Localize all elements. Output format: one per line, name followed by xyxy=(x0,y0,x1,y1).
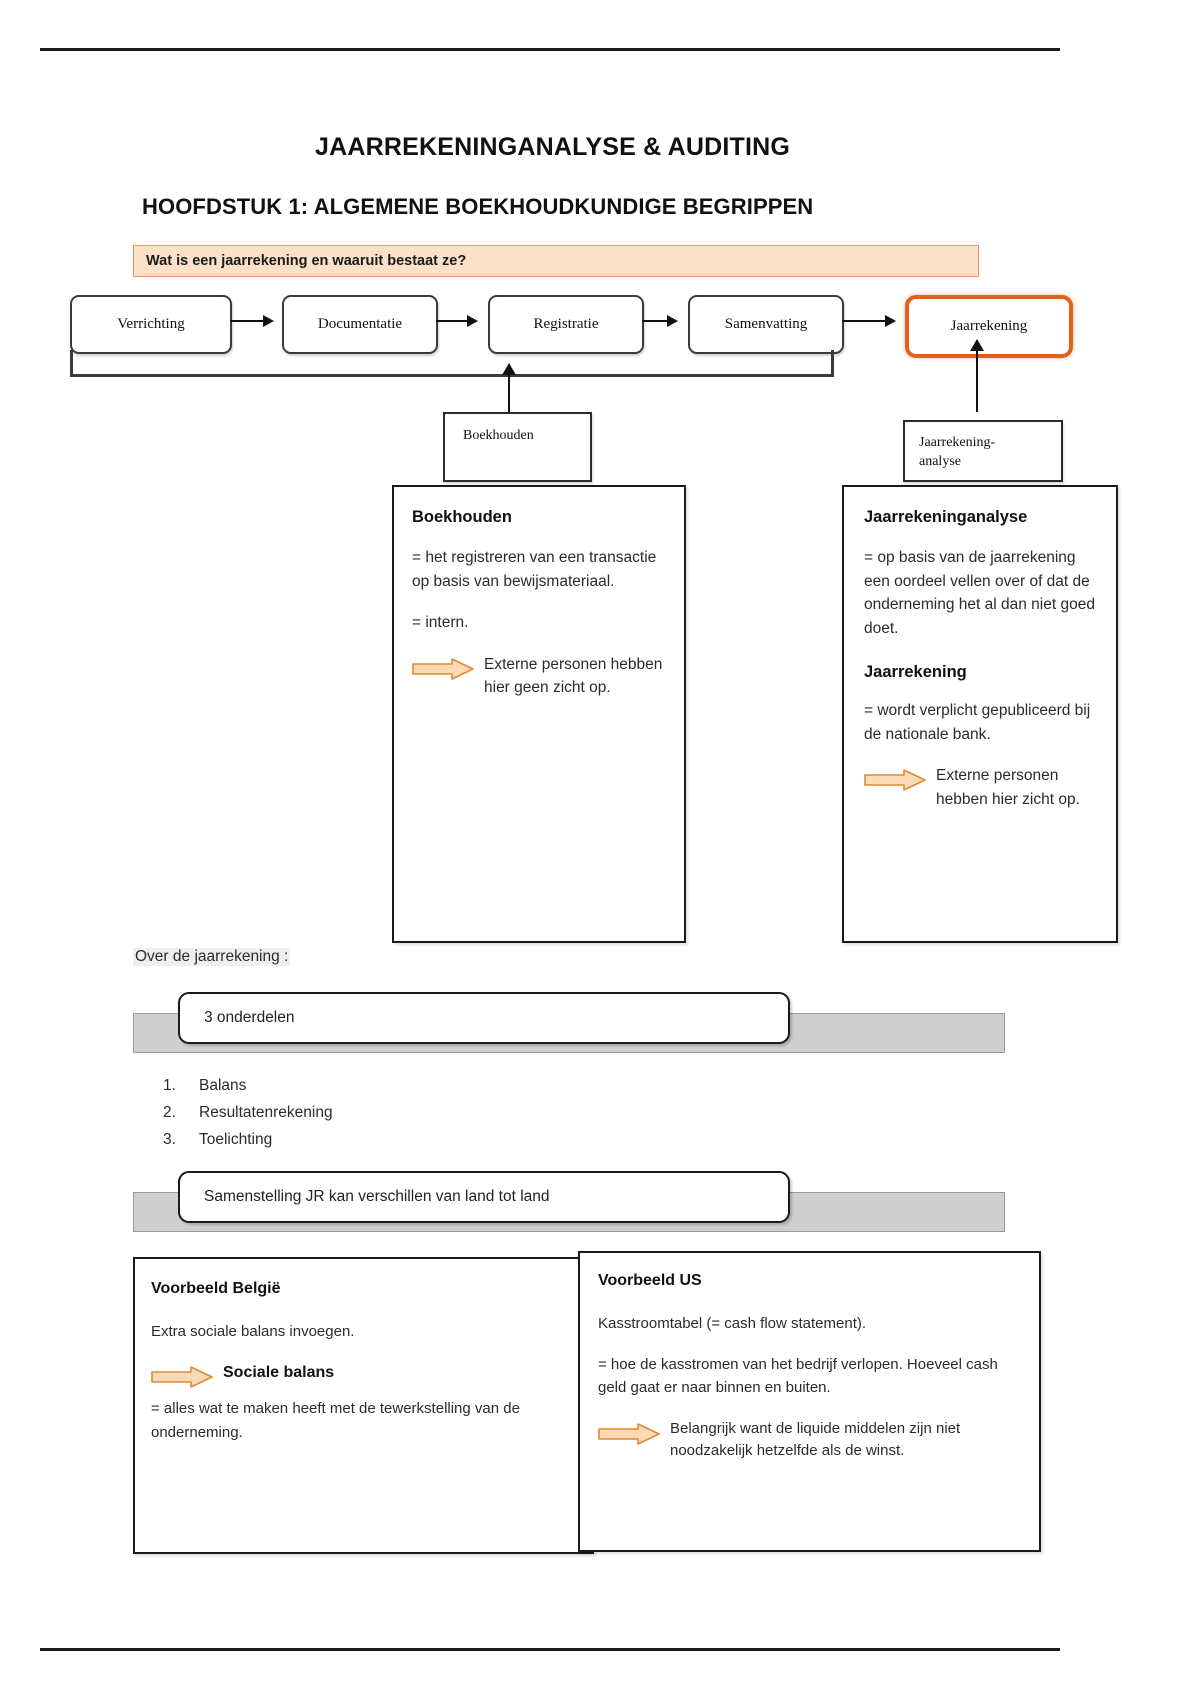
jranalyse-para-2: = wordt verplicht gepubliceerd bij de na… xyxy=(864,702,1091,743)
callout-jaarrekeninganalyse-label: Jaarrekening-analyse xyxy=(919,435,996,469)
banner-2: Samenstelling JR kan verschillen van lan… xyxy=(178,1171,790,1223)
process-flow-diagram: Verrichting Documentatie Registratie Sam… xyxy=(60,290,1073,412)
belgium-arrow-bold: Sociale balans xyxy=(223,1364,335,1382)
boekhouden-para-1: = het registreren van een transactie op … xyxy=(412,549,657,590)
list-item: 2. Resultatenrekening xyxy=(163,1099,333,1126)
flow-node-label: Registratie xyxy=(533,316,599,332)
block-arrow-right-icon xyxy=(864,769,926,799)
flow-node-verrichting: Verrichting xyxy=(70,295,232,354)
description-box-jaarrekeninganalyse: Jaarrekeninganalyse = op basis van de ja… xyxy=(842,485,1118,943)
list-item-number: 3. xyxy=(163,1131,176,1149)
banner-1-label: 3 onderdelen xyxy=(204,1009,295,1026)
list-item-label: Balans xyxy=(199,1077,247,1094)
block-arrow-right-icon xyxy=(151,1366,213,1395)
flow-node-label: Verrichting xyxy=(117,316,185,332)
highlight-banner-label: Wat is een jaarrekening en waaruit besta… xyxy=(146,253,467,269)
flow-arrow-1-icon xyxy=(230,315,274,327)
highlight-banner: Wat is een jaarrekening en waaruit besta… xyxy=(133,245,979,277)
list-item: 1. Balans xyxy=(163,1072,333,1099)
page-title: JAARREKENINGANALYSE & AUDITING xyxy=(314,133,791,161)
callout-jaarrekeninganalyse: Jaarrekening-analyse xyxy=(903,420,1063,482)
flow-node-samenvatting: Samenvatting xyxy=(688,295,844,354)
jranalyse-heading: Jaarrekeninganalyse xyxy=(864,508,1028,526)
us-para-1: Kasstroomtabel (= cash flow statement). xyxy=(598,1314,867,1332)
description-box-boekhouden: Boekhouden = het registreren van een tra… xyxy=(392,485,686,943)
flow-node-jaarrekening: Jaarrekening xyxy=(905,295,1073,358)
flow-bracket xyxy=(70,350,834,377)
us-arrow-row: Belangrijk want de liquide middelen zijn… xyxy=(598,1418,1023,1464)
jranalyse-arrow-text: Externe personen hebben hier zicht op. xyxy=(936,767,1080,808)
chapter-title: HOOFDSTUK 1: ALGEMENE BOEKHOUDKUNDIGE BE… xyxy=(142,194,814,219)
boekhouden-para-2: = intern. xyxy=(412,614,469,632)
boekhouden-heading: Boekhouden xyxy=(412,508,512,526)
list-item: 3. Toelichting xyxy=(163,1126,333,1153)
list-item-label: Resultatenrekening xyxy=(199,1104,333,1122)
callout-boekhouden: Boekhouden xyxy=(443,412,592,482)
belgium-arrow-body: = alles wat te maken heeft met de tewerk… xyxy=(151,1400,520,1441)
boekhouden-arrow-row: Externe personen hebben hier geen zicht … xyxy=(412,653,668,700)
belgium-para-1: Extra sociale balans invoegen. xyxy=(151,1322,355,1340)
boekhouden-arrow-text: Externe personen hebben hier geen zicht … xyxy=(484,655,663,697)
list-item-number: 1. xyxy=(163,1077,176,1094)
onderdelen-list: 1. Balans 2. Resultatenrekening 3. Toeli… xyxy=(163,1072,333,1153)
belgium-heading: Voorbeeld België xyxy=(151,1280,281,1297)
flow-connector-jranalyse-icon xyxy=(970,339,984,412)
flow-node-documentatie: Documentatie xyxy=(282,295,438,354)
flow-arrow-3-icon xyxy=(642,315,678,327)
flow-arrow-2-icon xyxy=(436,315,478,327)
us-arrow-text: Belangrijk want de liquide middelen zijn… xyxy=(670,1419,961,1460)
block-arrow-right-icon xyxy=(412,657,474,688)
callout-boekhouden-label: Boekhouden xyxy=(463,428,534,443)
flow-node-label: Jaarrekening xyxy=(950,318,1028,334)
flow-connector-boekhouden-icon xyxy=(502,363,516,412)
flow-node-registratie: Registratie xyxy=(488,295,644,354)
jranalyse-arrow-row: Externe personen hebben hier zicht op. xyxy=(864,764,1102,811)
belgium-arrow-row: Sociale balans xyxy=(151,1361,576,1395)
over-jaarrekening-label: Over de jaarrekening : xyxy=(133,948,291,966)
jranalyse-heading-2: Jaarrekening xyxy=(864,663,967,682)
banner-1: 3 onderdelen xyxy=(178,992,790,1044)
flow-node-label: Samenvatting xyxy=(724,316,808,332)
flow-arrow-4-icon xyxy=(842,315,896,327)
banner-2-label: Samenstelling JR kan verschillen van lan… xyxy=(204,1188,550,1205)
page-rule-bottom xyxy=(40,1648,1060,1651)
list-item-label: Toelichting xyxy=(199,1131,273,1149)
us-heading: Voorbeeld US xyxy=(598,1272,702,1289)
example-box-belgium: Voorbeeld België Extra sociale balans in… xyxy=(133,1257,594,1554)
jranalyse-para-1: = op basis van de jaarrekening een oorde… xyxy=(864,549,1095,637)
example-box-us: Voorbeeld US Kasstroomtabel (= cash flow… xyxy=(578,1251,1041,1552)
page-rule-top xyxy=(40,48,1060,51)
us-para-2: = hoe de kasstromen van het bedrijf verl… xyxy=(598,1356,998,1397)
list-item-number: 2. xyxy=(163,1104,176,1122)
flow-node-label: Documentatie xyxy=(317,316,403,332)
block-arrow-right-icon xyxy=(598,1422,660,1452)
